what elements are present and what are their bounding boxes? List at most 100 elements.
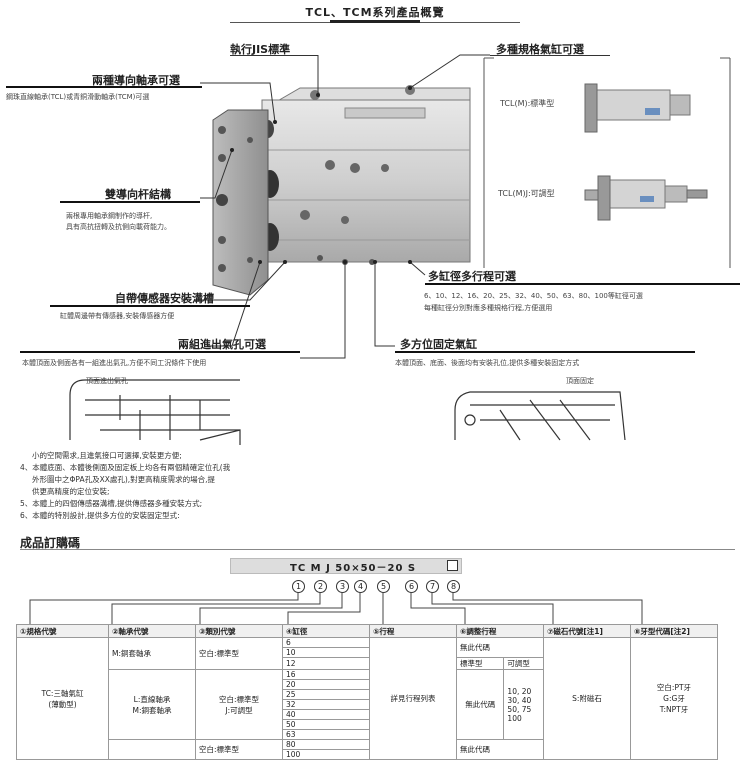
- bore-10: 10: [282, 647, 370, 658]
- magnet-value: S:附磁石: [543, 637, 631, 760]
- class-2b: J:可調型: [225, 705, 253, 715]
- hdr-spec: ①規格代號: [16, 624, 109, 638]
- bearing-l: L:直線軸承: [133, 694, 171, 704]
- bore-100: 100: [282, 749, 370, 760]
- feature-stroke-title: 多缸徑多行程可選: [428, 270, 516, 283]
- feature-sensor-underline: [50, 305, 250, 307]
- bore-63: 63: [282, 729, 370, 740]
- bore-20: 20: [282, 679, 370, 690]
- variant-adjustable-label: TCL(M)J:可調型: [498, 189, 555, 198]
- leader-dots: [230, 86, 412, 264]
- note-line-1: 小的空間需求,且進氣接口可選擇,安裝更方便;: [32, 451, 182, 460]
- bearing-m2: M:銅套軸承: [132, 705, 172, 715]
- feature-mount-title: 多方位固定氣缸: [400, 338, 477, 351]
- bore-80: 80: [282, 739, 370, 750]
- feature-jis-title: 執行JIS標準: [230, 43, 291, 56]
- feature-stroke-desc2: 每種缸徑分別對應多種規格行程,方便選用: [424, 304, 553, 312]
- bore-40: 40: [282, 709, 370, 720]
- feature-stroke-underline: [425, 283, 740, 285]
- feature-rod-desc2: 具有高抗扭轉及抗側向載荷能力。: [66, 223, 171, 231]
- hdr-thread-note: [注2]: [670, 626, 690, 636]
- feature-port-underline: [20, 351, 300, 353]
- spec-value: TC:三軸氣缸: [41, 688, 84, 698]
- hdr-class: ③類別代號: [195, 624, 283, 638]
- drawing-right-label: 頂面固定: [566, 377, 594, 385]
- feature-bore-underline: [490, 55, 610, 56]
- note-line-4: 供更高精度的定位安裝;: [32, 487, 110, 496]
- feature-rod-title: 雙導向杆結構: [105, 188, 171, 201]
- adjustable-type-image: [584, 175, 708, 221]
- page-title: TCL、TCM系列產品概覽: [305, 6, 445, 19]
- marker-connectors: [29, 592, 643, 624]
- bore-16: 16: [282, 669, 370, 680]
- feature-sensor-title: 自帶傳感器安裝溝槽: [115, 292, 214, 305]
- adjust-values-1: 10, 20: [507, 686, 532, 696]
- hdr-magnet: ⑦磁石代號: [547, 626, 584, 636]
- thread-cell: 空白:PT牙 G:G牙 T:NPT牙: [630, 637, 718, 760]
- feature-bearing-title: 兩種導向軸承可選: [92, 74, 180, 87]
- spec-sub: (薄動型): [48, 699, 77, 709]
- adjust-values-3: 50, 75: [507, 704, 532, 714]
- stroke-ref: 詳見行程列表: [369, 637, 457, 760]
- bore-12: 12: [282, 657, 370, 670]
- feature-bearing-desc: 鋼珠直線軸承(TCL)或青銅滑動軸承(TCM)可選: [6, 93, 150, 101]
- model-code-box: [230, 558, 462, 574]
- adjust-values-2: 30, 40: [507, 695, 532, 705]
- product-illustration: [69, 54, 731, 445]
- feature-sensor-desc: 缸體周邊帶有傳感器,安裝傳感器方便: [60, 312, 175, 320]
- drawing-right: [454, 391, 626, 441]
- hdr-stroke: ⑤行程: [369, 624, 457, 638]
- feature-bore-title: 多種規格氣缸可選: [496, 43, 584, 56]
- drawing-left: [69, 379, 241, 445]
- feature-rod-underline: [60, 201, 200, 203]
- cylinder-body: [261, 85, 471, 265]
- model-code-blank-box: [447, 560, 458, 571]
- adjust-values-4: 100: [507, 713, 522, 723]
- drawing-left-label: 頂面進出氣孔: [86, 377, 128, 385]
- hdr-magnet-note: [注1]: [583, 626, 603, 636]
- adjust-std-label: 標準型: [455, 657, 505, 670]
- variant-standard-label: TCL(M):標準型: [500, 99, 555, 108]
- hdr-adjust: ⑥調整行程: [456, 624, 544, 638]
- feature-port-desc: 本體頂面及側面各有一組進出氣孔,方便不同工況條件下使用: [22, 359, 207, 367]
- feature-port-title: 兩組進出氣孔可選: [178, 338, 266, 351]
- thread-npt: T:NPT牙: [659, 705, 689, 714]
- feature-mount-desc: 本體頂面、底面、後面均有安裝孔位,提供多種安裝固定方式: [395, 359, 580, 367]
- thread-pt: 空白:PT牙: [656, 683, 692, 692]
- leader-lines: [195, 54, 490, 359]
- feature-rod-desc1: 兩根專用軸承鋼制作的導杆,: [66, 212, 153, 220]
- bore-6: 6: [282, 637, 370, 648]
- model-code: TC M J 50×50－20 S: [290, 563, 417, 574]
- ordering-table: ①規格代號 ②軸承代號 ③類別代號 ④缸徑 ⑤行程 ⑥調整行程 ⑦磁石代號[注1…: [16, 624, 718, 760]
- note-line-3: 外形圖中之ΦPA孔及XX處孔),對更高精度需求的場合,提: [32, 475, 216, 484]
- feature-bearing-underline: [6, 86, 202, 88]
- class-2a: 空白:標準型: [218, 694, 260, 704]
- hdr-thread: ⑧牙型代碼: [634, 626, 671, 636]
- note-line-5: 5、本體上的四個傳感器溝槽,提供傳感器多種安裝方式;: [20, 499, 203, 508]
- note-line-2: 4、本體底面、本體後側面及固定板上均各有兩個精確定位孔(我: [20, 463, 231, 472]
- class-1: 空白:標準型: [195, 637, 283, 670]
- bearing-m: M:銅套軸承: [108, 637, 196, 670]
- spec-cell: TC:三軸氣缸(薄動型): [16, 637, 109, 760]
- variant-frame: [483, 57, 731, 268]
- title-rule-accent: [330, 20, 420, 23]
- thread-g: G:G牙: [663, 694, 685, 703]
- bore-50: 50: [282, 719, 370, 730]
- bore-25: 25: [282, 689, 370, 700]
- feature-stroke-desc1: 6、10、12、16、20、25、32、40、50、63、80、100等缸徑可選: [424, 292, 643, 300]
- order-section-rule: [20, 549, 735, 550]
- marker-6: 6: [405, 580, 418, 593]
- standard-type-image: [584, 83, 691, 133]
- hdr-bore: ④缸徑: [282, 624, 370, 638]
- hdr-bearing: ②軸承代號: [108, 624, 196, 638]
- bore-32: 32: [282, 699, 370, 710]
- order-section-title: 成品訂購碼: [20, 536, 81, 550]
- feature-jis-underline: [230, 55, 318, 56]
- feature-mount-underline: [395, 351, 695, 353]
- note-line-6: 6、本體的特別設計,提供多方位的安裝固定型式:: [20, 511, 180, 520]
- adjust-adj-label: 可調型: [503, 657, 544, 670]
- adjust-none-1: 無此代碼: [456, 637, 544, 658]
